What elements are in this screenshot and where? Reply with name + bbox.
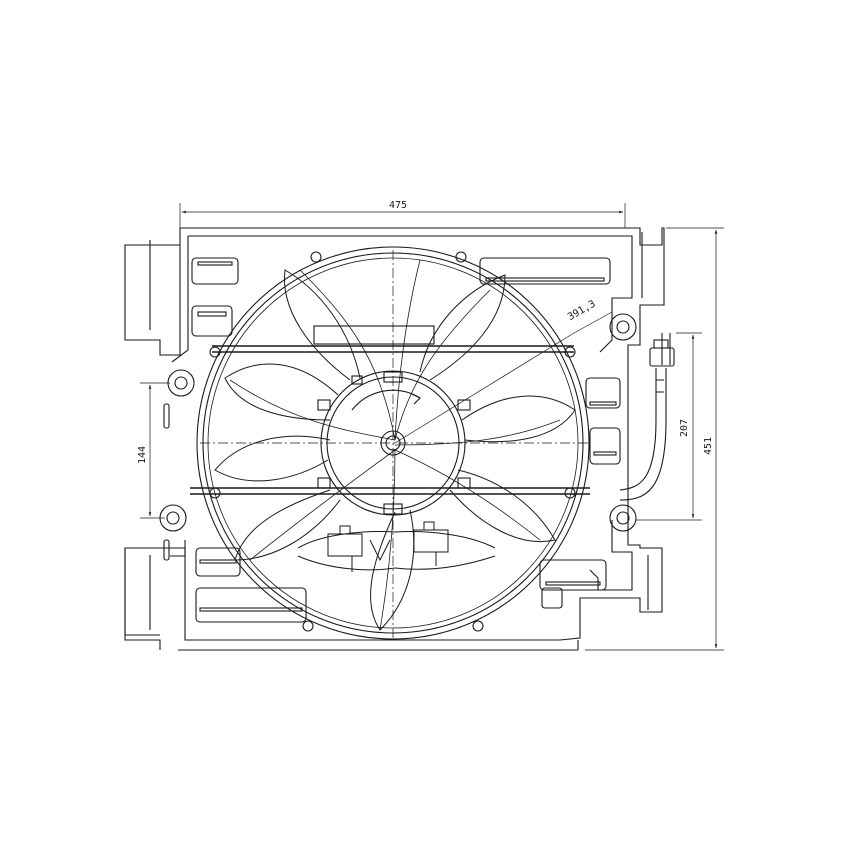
frame-slots bbox=[163, 257, 621, 623]
dim-overall-width: 475 bbox=[389, 200, 407, 211]
support-bars bbox=[190, 325, 590, 495]
dim-connector-height: 207 bbox=[679, 419, 690, 437]
fan-blades bbox=[214, 259, 576, 631]
right-cable bbox=[619, 333, 675, 501]
shroud-frame bbox=[124, 227, 665, 651]
dimension-lines bbox=[140, 203, 724, 651]
dim-mount-spacing-left: 144 bbox=[137, 446, 148, 464]
bottom-harness bbox=[297, 521, 496, 572]
dim-fan-diameter: 391,3 bbox=[566, 299, 598, 324]
dim-overall-height: 451 bbox=[703, 437, 714, 455]
